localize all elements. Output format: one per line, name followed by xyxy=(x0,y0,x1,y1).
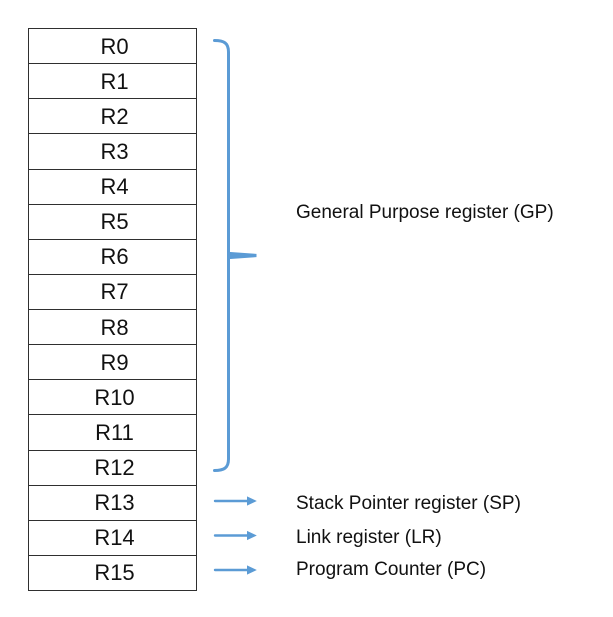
brace-cusp xyxy=(227,251,257,260)
brace-spine xyxy=(213,39,230,472)
register-stack: R0 R1 R2 R3 R4 R5 R6 R7 R8 R9 R10 R11 R1… xyxy=(28,28,197,591)
register-cell-r10: R10 xyxy=(29,380,196,416)
register-cell-r1: R1 xyxy=(29,64,196,100)
register-cell-r14: R14 xyxy=(29,521,196,556)
register-cell-r2: R2 xyxy=(29,99,196,135)
register-cell-r7: R7 xyxy=(29,275,196,310)
lr-label: Link register (LR) xyxy=(296,527,442,548)
register-cell-r15: R15 xyxy=(94,560,135,586)
register-cell-r9: R9 xyxy=(29,345,196,381)
gp-group-brace-icon xyxy=(213,39,257,472)
lr-arrow-icon xyxy=(213,530,257,541)
register-cell-r3: R3 xyxy=(29,134,196,170)
gp-label: General Purpose register (GP) xyxy=(296,202,554,223)
register-cell-r4: R4 xyxy=(29,170,196,205)
register-cell-r0: R0 xyxy=(29,29,196,65)
sp-label: Stack Pointer register (SP) xyxy=(296,493,521,514)
register-cell-r11: R11 xyxy=(29,415,196,451)
register-cell-r5: R5 xyxy=(29,205,196,240)
register-cell-r8: R8 xyxy=(29,310,196,346)
sp-arrow-icon xyxy=(213,496,257,506)
register-cell-r12: R12 xyxy=(29,451,196,486)
pc-arrow-icon xyxy=(213,565,257,575)
pc-label: Program Counter (PC) xyxy=(296,559,487,580)
register-cell-r13: R13 xyxy=(29,486,196,521)
register-cell-r6: R6 xyxy=(29,240,196,275)
